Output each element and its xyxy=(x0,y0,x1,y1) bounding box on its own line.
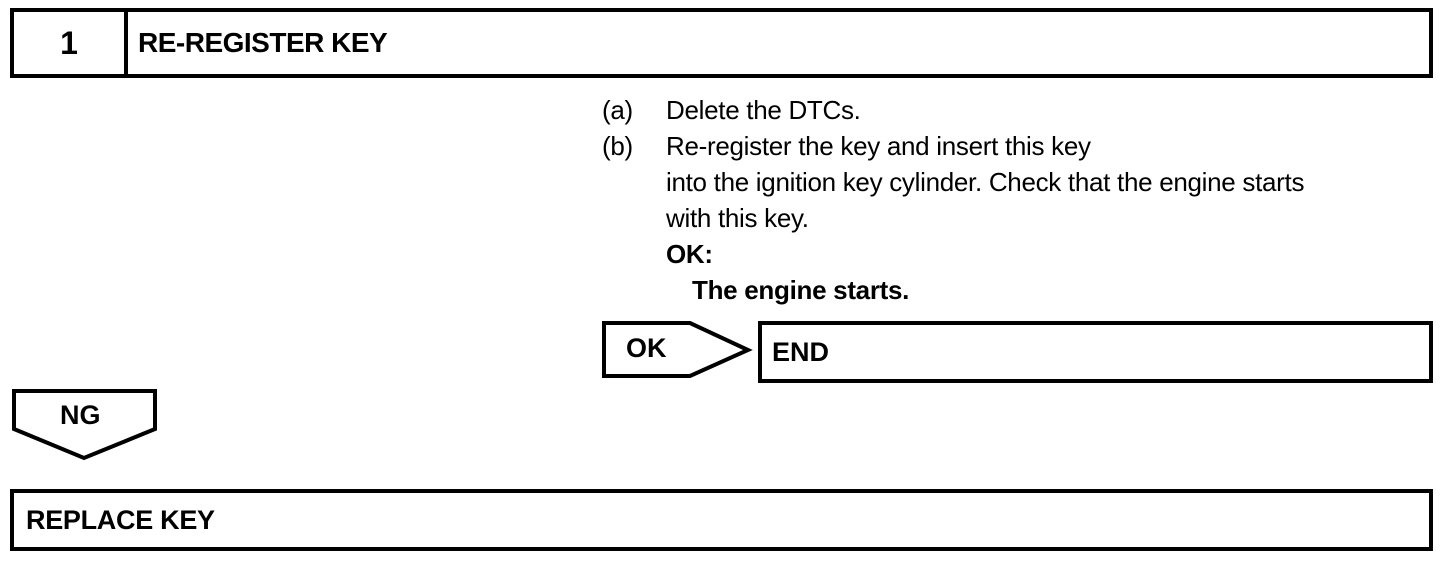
result-label: OK: xyxy=(666,239,713,269)
ok-arrow-label: OK xyxy=(626,333,667,363)
step-header: 1 RE-REGISTER KEY xyxy=(10,8,1433,78)
step-title: RE-REGISTER KEY xyxy=(138,27,388,58)
instruction-a: (a) Delete the DTCs. xyxy=(602,92,1432,128)
ok-arrow-icon xyxy=(602,321,753,378)
instructions: (a) Delete the DTCs. (b) Re-register the… xyxy=(602,92,1432,308)
replace-key-label: REPLACE KEY xyxy=(26,504,215,535)
ng-arrow-label: NG xyxy=(60,400,101,430)
end-box: END xyxy=(758,321,1433,383)
instruction-letter: (b) xyxy=(602,131,633,161)
instruction-text: Re-register the key and insert this key xyxy=(666,131,1091,161)
end-label: END xyxy=(772,336,830,367)
instruction-text-continued: with this key. xyxy=(666,203,809,233)
ng-arrow-icon xyxy=(12,389,157,461)
result-detail: The engine starts. xyxy=(692,275,910,305)
instruction-text: Delete the DTCs. xyxy=(666,95,861,125)
instruction-text-continued: into the ignition key cylinder. Check th… xyxy=(666,167,1305,197)
step-number: 1 xyxy=(14,12,128,74)
instruction-letter: (a) xyxy=(602,95,633,125)
instruction-b: (b) Re-register the key and insert this … xyxy=(602,128,1432,164)
replace-key-box: REPLACE KEY xyxy=(10,489,1433,551)
